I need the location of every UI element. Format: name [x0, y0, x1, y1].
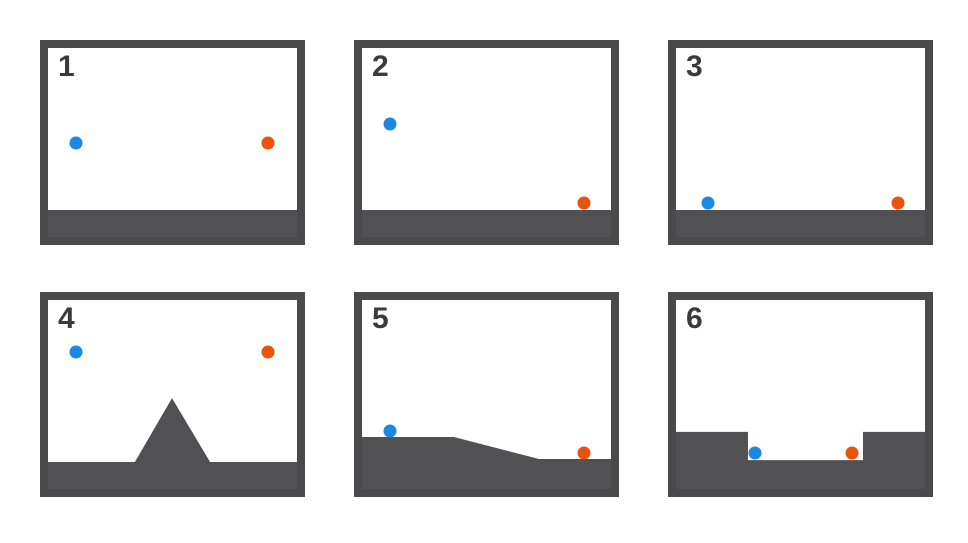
orange-ball [845, 446, 859, 460]
blue-ball [69, 136, 83, 149]
panel-number: 2 [372, 50, 390, 83]
flat-ground [362, 209, 611, 237]
blue-ball [383, 424, 397, 438]
flat-ground [48, 209, 297, 237]
panel-4: 4 [40, 292, 305, 497]
panel-number: 4 [58, 302, 76, 335]
blue-ball [383, 117, 397, 131]
panel-1: 1 [40, 40, 305, 245]
panel-2: 2 [354, 40, 619, 245]
blue-ball [701, 196, 715, 210]
plateau-with-downslope [362, 437, 611, 489]
panel-number: 1 [58, 50, 76, 83]
ground-with-center-pit [676, 431, 925, 489]
scenario-panels-grid: 1 2 3 4 5 6 [40, 40, 933, 497]
panel-6: 6 [668, 292, 933, 497]
orange-ball [577, 196, 591, 210]
panel-number: 5 [372, 302, 390, 335]
orange-ball [577, 446, 591, 460]
orange-ball [261, 345, 275, 359]
panel-number: 3 [686, 50, 704, 83]
blue-ball [748, 446, 762, 460]
panel-number: 6 [686, 302, 704, 335]
orange-ball [261, 136, 275, 149]
panel-3: 3 [668, 40, 933, 245]
flat-ground [676, 209, 925, 237]
ground-with-triangle-hill [48, 398, 297, 489]
blue-ball [69, 345, 83, 359]
orange-ball [891, 196, 905, 210]
panel-5: 5 [354, 292, 619, 497]
